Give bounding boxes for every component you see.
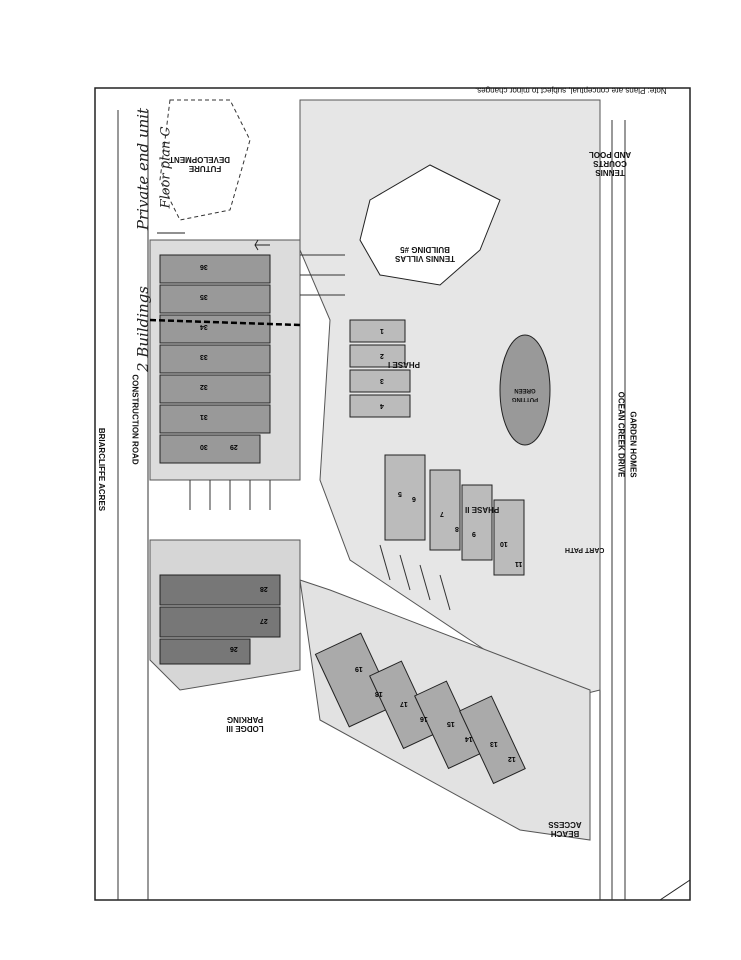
garden-homes-label: GARDEN HOMES <box>628 411 638 478</box>
future-development-label: FUTURE DEVELOPMENT <box>169 155 230 173</box>
southwest-buildings <box>159 574 281 665</box>
unit-number: 31 <box>200 413 208 420</box>
handwritten-two-buildings: 2 Buildings <box>133 286 152 372</box>
unit-number: 19 <box>355 665 363 672</box>
unit-number: 18 <box>375 690 383 697</box>
building-divider-line <box>149 318 301 327</box>
unit-number: 2 <box>380 352 384 359</box>
unit-number: 28 <box>260 585 268 592</box>
unit-number: 10 <box>500 540 508 547</box>
handwritten-private-end-unit: Private end unit <box>134 107 153 231</box>
unit-number: 6 <box>412 495 416 502</box>
unit-number: 12 <box>508 755 516 762</box>
unit-number: 34 <box>200 323 208 330</box>
hand-arrow-icon <box>254 239 270 251</box>
unit-number: 32 <box>200 383 208 390</box>
phase-2-label: PHASE II <box>465 505 500 514</box>
unit-number: 14 <box>465 735 473 742</box>
unit-number: 17 <box>400 700 408 707</box>
sheet-border <box>94 87 691 901</box>
handwritten-floor-plan: Floor plan C <box>158 126 174 209</box>
phase-1-label: PHASE I <box>388 360 421 369</box>
parking-stalls <box>189 254 451 611</box>
beach-access-label: BEACH ACCESS <box>548 820 582 838</box>
unit-number: 9 <box>472 530 476 537</box>
unit-number: 7 <box>440 510 444 517</box>
unit-number: 8 <box>455 525 459 532</box>
scan-mark <box>659 879 691 901</box>
unit-number: 36 <box>200 263 208 270</box>
plans-note: Note: Plans are conceptual, subject to m… <box>475 86 667 95</box>
unit-number: 3 <box>380 377 384 384</box>
unit-number: 15 <box>447 720 455 727</box>
unit-number: 30 <box>200 443 208 450</box>
briarcliffe-acres-label: BRIARCLIFFE ACRES <box>97 427 107 512</box>
cart-path-label: CART PATH <box>565 546 605 553</box>
unit-number: 5 <box>398 490 402 497</box>
tennis-villas-label: TENNIS VILLAS BUILDING #5 <box>394 245 455 263</box>
putting-green-label: PUTTING GREEN <box>511 387 539 402</box>
south-buildings <box>314 632 526 785</box>
unit-number: 4 <box>380 402 384 409</box>
west-buildings <box>159 254 271 464</box>
unit-number: 27 <box>260 617 268 624</box>
unit-number: 11 <box>515 560 523 567</box>
future-development-outline <box>159 99 251 221</box>
phase-2-buildings <box>384 454 525 576</box>
unit-number: 35 <box>200 293 208 300</box>
ocean-creek-drive-label: OCEAN CREEK DRIVE <box>616 391 626 478</box>
phase-1-buildings <box>349 319 411 418</box>
unit-number: 33 <box>200 353 208 360</box>
unit-number: 26 <box>230 645 238 652</box>
putting-green <box>499 334 551 446</box>
unit-number: 29 <box>230 443 238 450</box>
lodge-parking-label: LODGE III PARKING <box>226 715 264 733</box>
construction-road-label: CONSTRUCTION ROAD <box>130 374 140 465</box>
tennis-courts-label: TENNIS COURTS AND POOL <box>588 150 632 177</box>
tennis-villas-building <box>359 164 501 286</box>
unit-number: 16 <box>420 715 428 722</box>
unit-number: 13 <box>490 740 498 747</box>
unit-number: 1 <box>380 327 384 334</box>
